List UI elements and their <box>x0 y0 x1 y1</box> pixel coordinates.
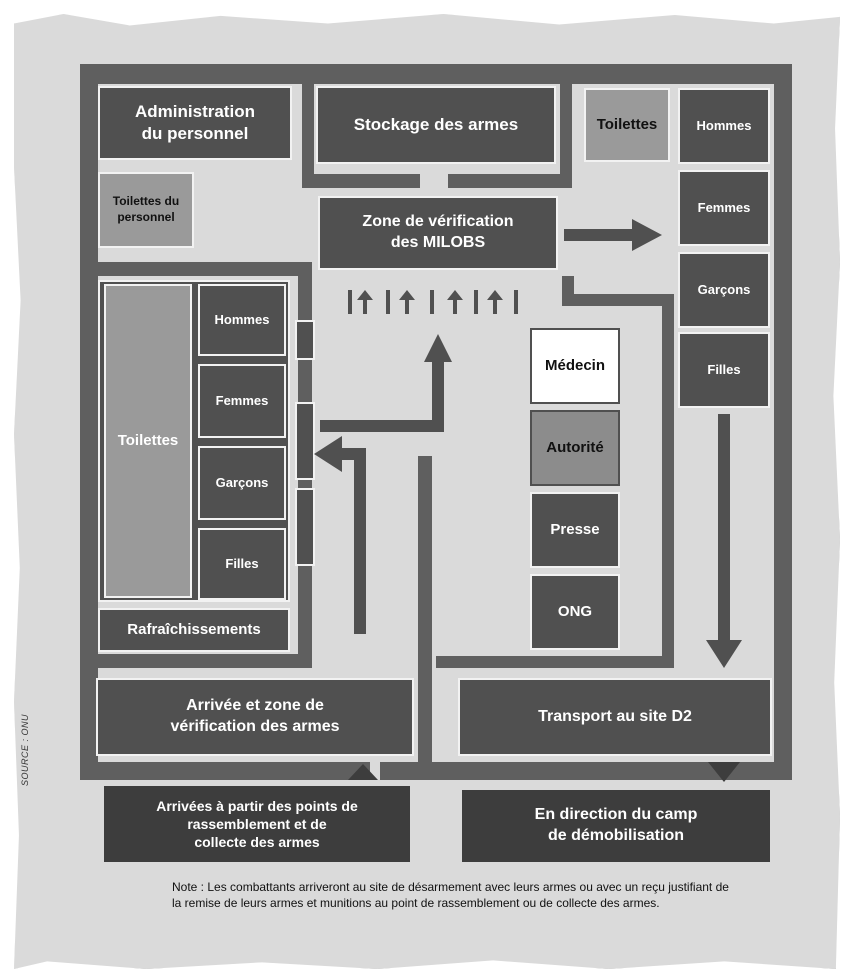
left-block-wall-top <box>80 262 298 276</box>
left-block-wall-bottom <box>80 654 312 668</box>
right-block-wall-bottom <box>436 656 674 668</box>
partition-3 <box>295 488 315 566</box>
right-block-wall-side <box>662 294 674 668</box>
medecin-box: Médecin <box>530 328 620 404</box>
garcons-left-box: Garçons <box>198 446 286 520</box>
hommes-right-box: Hommes <box>678 88 770 164</box>
milobs-box: Zone de vérification des MILOBS <box>318 196 558 270</box>
hommes-left-box: Hommes <box>198 284 286 356</box>
femmes-left-box: Femmes <box>198 364 286 438</box>
ong-box: ONG <box>530 574 620 650</box>
partition-2 <box>295 402 315 480</box>
garcons-right-box: Garçons <box>678 252 770 328</box>
transport-box: Transport au site D2 <box>458 678 772 756</box>
outer-wall-left <box>80 64 98 780</box>
admin-box: Administration du personnel <box>98 86 292 160</box>
arrival-zone-box: Arrivée et zone de vérification des arme… <box>96 678 414 756</box>
femmes-right-box: Femmes <box>678 170 770 246</box>
storage-wall-bottom-left <box>302 174 420 188</box>
footnote-text: Note : Les combattants arriveront au sit… <box>172 880 729 911</box>
toilettes-personnel-box: Toilettes du personnel <box>98 172 194 248</box>
outer-wall-right <box>774 64 792 780</box>
presse-box: Presse <box>530 492 620 568</box>
right-block-wall-step <box>562 294 674 306</box>
toilettes-top-box: Toilettes <box>584 88 670 162</box>
outer-wall-bottom-left <box>80 762 370 780</box>
demobilisation-camp-box: En direction du camp de démobilisation <box>462 790 770 862</box>
toilettes-left-box: Toilettes <box>104 284 192 598</box>
arrivals-points-box: Arrivées à partir des points de rassembl… <box>104 786 410 862</box>
weapon-storage-box: Stockage des armes <box>316 86 556 164</box>
corridor-wall-middle <box>418 456 432 762</box>
outer-wall-bottom-right <box>380 762 792 780</box>
filles-left-box: Filles <box>198 528 286 600</box>
outer-wall-top <box>80 64 792 84</box>
rafraichissements-box: Rafraîchissements <box>98 608 290 652</box>
partition-1 <box>295 320 315 360</box>
storage-wall-right <box>560 84 572 188</box>
storage-wall-bottom-right <box>448 174 572 188</box>
filles-right-box: Filles <box>678 332 770 408</box>
source-credit: SOURCE : ONU <box>20 713 30 786</box>
autorite-box: Autorité <box>530 410 620 486</box>
storage-wall-left <box>302 84 314 188</box>
